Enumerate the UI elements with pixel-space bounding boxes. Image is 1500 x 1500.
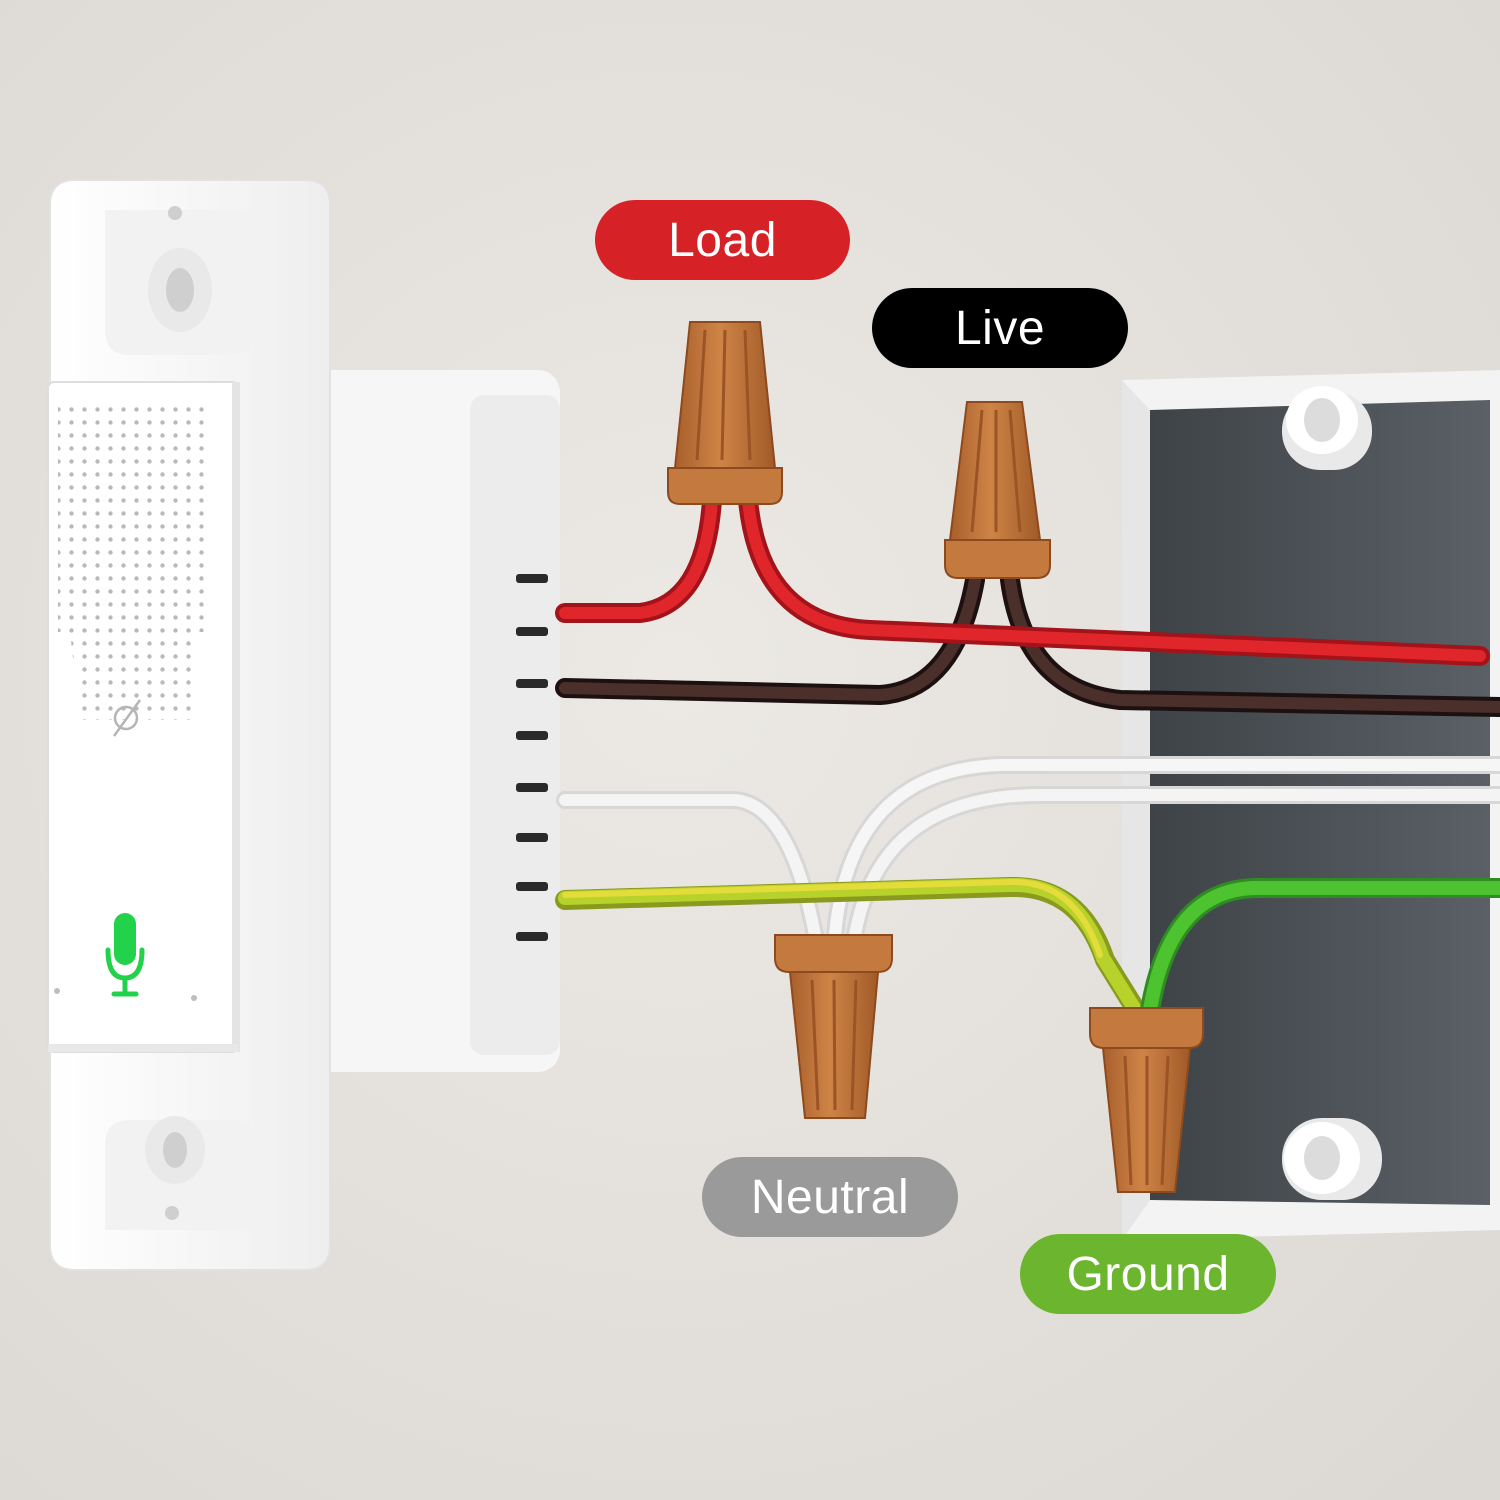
- smart-switch: [47, 179, 331, 1271]
- label-ground: Ground: [1020, 1234, 1276, 1314]
- wire-nut-ground: [1089, 1007, 1204, 1193]
- box-screw-boss-top: [1282, 386, 1372, 470]
- label-load: Load: [595, 200, 850, 280]
- ground-wires: [555, 876, 1500, 1020]
- label-neutral: Neutral: [702, 1157, 958, 1237]
- electrical-box: [1122, 370, 1500, 1240]
- speaker-grille: [58, 402, 208, 720]
- load-wires: [555, 490, 1490, 666]
- label-live: Live: [872, 288, 1128, 368]
- mounting-screw-bottom: [105, 1116, 255, 1230]
- live-wires: [555, 570, 1500, 717]
- terminal-slots: [516, 574, 548, 941]
- switch-housing: [268, 370, 560, 1072]
- wire-nut-neutral: [774, 934, 893, 1119]
- box-screw-boss-bottom: [1282, 1118, 1382, 1200]
- slashed-circle-logo-icon: [112, 699, 142, 737]
- wire-nut-load: [667, 321, 783, 505]
- microphone-icon: [105, 913, 145, 997]
- wires: [555, 490, 1500, 1020]
- mounting-screw-top: [105, 206, 255, 355]
- wire-nut-live: [944, 401, 1051, 579]
